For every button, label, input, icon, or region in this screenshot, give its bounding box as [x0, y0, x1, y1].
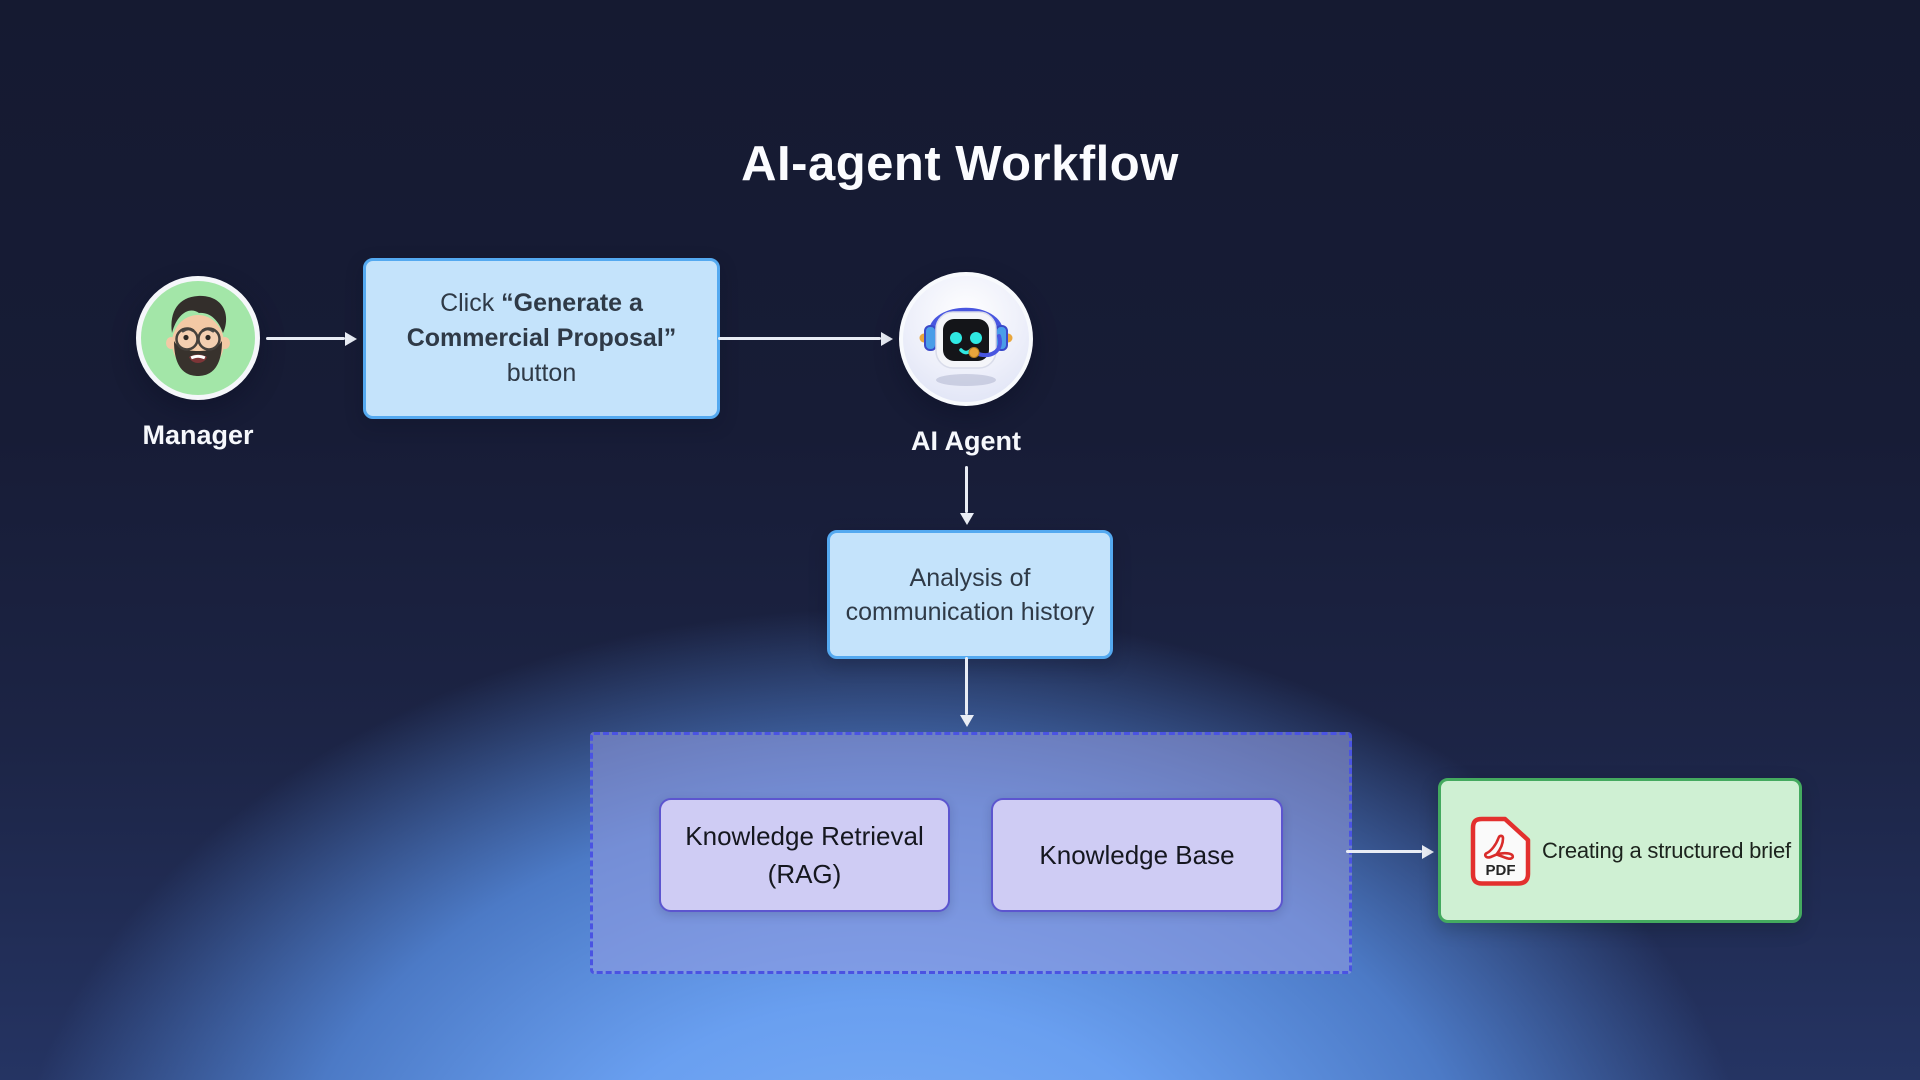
click-box-line3: button — [507, 356, 577, 391]
node-knowledge-base: Knowledge Base — [991, 798, 1283, 912]
manager-label: Manager — [142, 420, 254, 450]
node-click-generate-proposal: Click “Generate a Commercial Proposal” b… — [363, 258, 720, 419]
analysis-line2: communication history — [845, 597, 1095, 626]
knowledge-retrieval-line2: (RAG) — [767, 859, 842, 889]
man-memoji-icon — [166, 295, 230, 376]
arrow-manager-to-click — [266, 331, 357, 346]
analysis-line1: Analysis of — [909, 563, 1031, 592]
arrow-analysis-to-knowledge — [959, 657, 974, 727]
node-creating-structured-brief: PDF Creating a structured brief — [1438, 778, 1802, 923]
manager-avatar — [136, 276, 260, 400]
output-box-label: Creating a structured brief — [1542, 837, 1791, 863]
click-box-line1: Click “Generate a — [440, 286, 643, 321]
knowledge-retrieval-line1: Knowledge Retrieval — [685, 821, 924, 851]
node-analysis-of-communication-history: Analysis of communication history — [827, 530, 1113, 659]
pdf-file-icon: PDF — [1470, 816, 1531, 886]
ai-agent-label: AI Agent — [911, 426, 1021, 456]
arrow-knowledge-to-output — [1346, 844, 1434, 859]
node-knowledge-retrieval-rag: Knowledge Retrieval (RAG) — [659, 798, 950, 912]
click-box-text-bold: “Generate a — [501, 289, 643, 317]
click-box-line2: Commercial Proposal” — [407, 321, 677, 356]
pdf-badge-text: PDF — [1486, 862, 1516, 879]
click-box-text-bold2: Commercial Proposal” — [406, 324, 677, 352]
click-box-text-regular: Click — [440, 289, 502, 317]
robot-memoji-icon — [919, 307, 1013, 386]
arrow-click-to-agent — [718, 331, 893, 346]
knowledge-base-label: Knowledge Base — [1039, 840, 1235, 870]
page-title: AI-agent Workflow — [741, 136, 1179, 191]
arrow-agent-to-analysis — [959, 466, 974, 525]
knowledge-group-container: Knowledge Retrieval (RAG) Knowledge Base — [590, 732, 1352, 974]
ai-agent-avatar — [899, 272, 1033, 406]
click-box-text-regular2: button — [506, 359, 577, 387]
